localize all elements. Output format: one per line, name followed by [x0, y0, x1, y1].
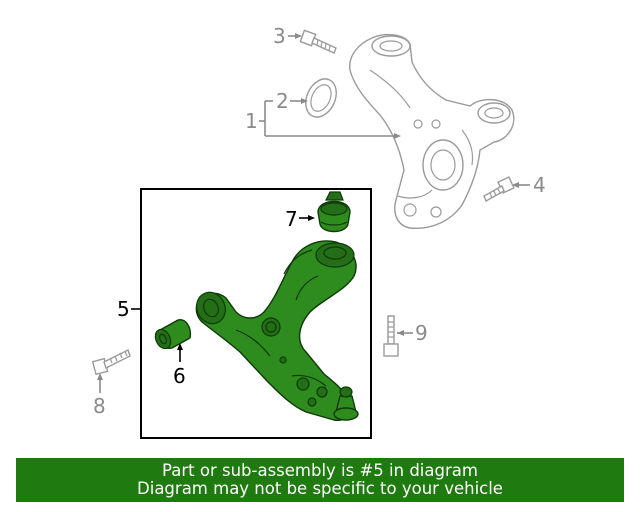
callout-9: 9 — [397, 321, 428, 345]
steering-knuckle — [349, 33, 515, 229]
lower-control-arm — [195, 240, 359, 421]
callout-number-1: 1 — [245, 109, 258, 133]
callout-number-2: 2 — [276, 89, 289, 113]
rear-bushing-7 — [317, 191, 351, 233]
callout-1-2: 1 2 — [245, 89, 401, 139]
callout-number-6: 6 — [173, 364, 186, 388]
banner-line-1: Part or sub-assembly is #5 in diagram — [162, 461, 478, 480]
bolt-4 — [483, 176, 515, 202]
callout-number-7: 7 — [285, 207, 298, 231]
bolt-8 — [91, 349, 131, 376]
callout-8: 8 — [93, 373, 106, 418]
callout-number-8: 8 — [93, 394, 106, 418]
parts-diagram: 3 1 2 4 8 9 5 — [91, 24, 546, 439]
callout-number-9: 9 — [415, 321, 428, 345]
bolt-9 — [383, 315, 399, 357]
assembly-box — [140, 188, 372, 439]
callout-6: 6 — [173, 343, 186, 388]
callout-3: 3 — [273, 24, 302, 48]
callout-number-3: 3 — [273, 24, 286, 48]
seal-ring — [305, 78, 337, 118]
callout-5: 5 — [117, 297, 141, 321]
banner-line-2: Diagram may not be specific to your vehi… — [137, 479, 503, 498]
callout-number-5: 5 — [117, 297, 130, 321]
info-banner: Part or sub-assembly is #5 in diagram Di… — [16, 458, 624, 502]
callout-number-4: 4 — [533, 173, 546, 197]
callout-7: 7 — [285, 207, 315, 231]
bolt-3 — [299, 29, 337, 54]
bushing-6 — [154, 319, 192, 350]
callout-4: 4 — [512, 173, 546, 197]
